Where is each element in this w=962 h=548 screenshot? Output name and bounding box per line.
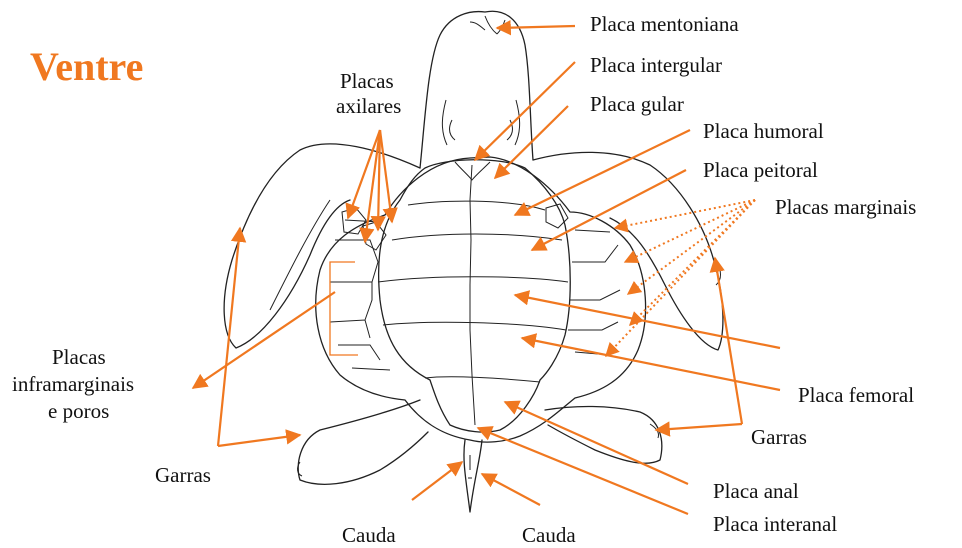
turtle-tail xyxy=(464,440,482,512)
label-peitoral: Placa peitoral xyxy=(703,158,818,182)
label-mentoniana: Placa mentoniana xyxy=(590,12,739,36)
arrow-gular xyxy=(495,106,568,178)
arrow-garras-left-1 xyxy=(218,228,240,446)
left-rear-flipper xyxy=(298,400,428,484)
arrow-intergular xyxy=(475,62,575,160)
turtle-beak xyxy=(470,16,505,34)
arrow-humoral xyxy=(515,130,690,215)
pore-bracket xyxy=(330,262,358,355)
label-marginais: Placas marginais xyxy=(775,195,916,219)
gular-seam xyxy=(455,162,490,180)
arrow-garras-right-2 xyxy=(656,424,742,430)
label-garras-right: Garras xyxy=(751,425,807,449)
label-axilares-line1: Placas xyxy=(340,69,394,93)
arrow-garras-right-1 xyxy=(715,258,742,424)
label-axilares-line2: axilares xyxy=(336,94,401,118)
left-flipper-edge xyxy=(270,200,330,310)
arrow-peitoral xyxy=(532,170,686,250)
humoral-seam xyxy=(408,201,545,210)
turtle-head xyxy=(420,11,533,168)
right-rear-flipper xyxy=(545,406,662,463)
arrow-abdominal xyxy=(515,295,780,348)
right-marginal-scutes xyxy=(568,230,620,355)
arrows xyxy=(193,26,780,514)
left-front-flipper xyxy=(224,144,420,348)
label-inframarginais-line1: Placas xyxy=(52,345,106,369)
label-gular: Placa gular xyxy=(590,92,684,116)
diagram-title: Ventre xyxy=(30,44,143,89)
anal-seam xyxy=(425,377,540,382)
arrow-marginais-1 xyxy=(615,200,755,228)
turtle-outline xyxy=(224,11,723,512)
plastron-midline xyxy=(470,165,475,425)
arrow-inframarginais xyxy=(193,292,335,388)
arrow-femoral xyxy=(522,338,780,390)
abdominal-seam xyxy=(378,277,568,282)
plastron-center xyxy=(379,160,571,432)
arrow-axilares-4 xyxy=(380,130,392,222)
peitoral-seam xyxy=(392,234,562,240)
arrow-anal xyxy=(505,402,688,484)
femoral-seam xyxy=(383,322,566,330)
neck-creases xyxy=(442,100,519,145)
tail-detail xyxy=(468,455,472,478)
label-intergular: Placa intergular xyxy=(590,53,722,77)
label-garras-left: Garras xyxy=(155,463,211,487)
arrow-marginais-5 xyxy=(606,200,755,356)
label-inframarginais-line3: e poros xyxy=(48,399,109,423)
arrow-mentoniana xyxy=(497,26,575,28)
label-anal: Placa anal xyxy=(713,479,799,503)
label-femoral: Placa femoral xyxy=(798,383,914,407)
arrow-marginais-3 xyxy=(628,200,755,294)
label-humoral: Placa humoral xyxy=(703,119,824,143)
arrow-cauda-right xyxy=(482,474,540,505)
arrow-cauda-left xyxy=(412,462,462,500)
right-front-flipper xyxy=(533,152,723,350)
label-inframarginais-line2: inframarginais xyxy=(12,372,134,396)
label-interanal: Placa interanal xyxy=(713,512,837,536)
label-cauda-right: Cauda xyxy=(522,523,576,547)
label-cauda-left: Cauda xyxy=(342,523,396,547)
arrow-marginais-2 xyxy=(625,200,755,262)
arrow-garras-left-2 xyxy=(218,435,300,446)
